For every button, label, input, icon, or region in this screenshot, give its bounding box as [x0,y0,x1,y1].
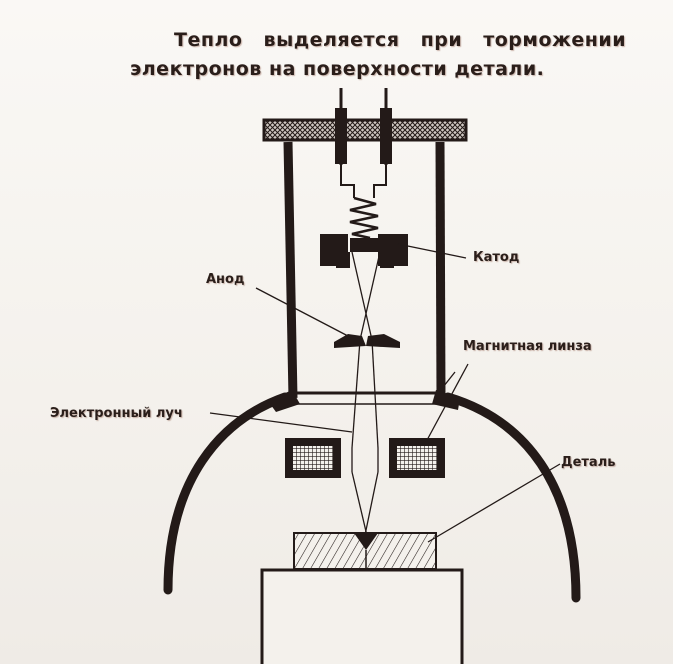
label-anode: Анод [206,272,245,287]
electron-beam-rays [351,251,381,541]
electrode-leads [335,88,392,198]
work-table [260,568,464,664]
label-workpiece: Деталь [561,455,616,470]
label-magnetic-lens: Магнитная линза [463,339,592,354]
magnetic-lens [285,438,445,478]
label-cathode: Катод [473,250,520,265]
gun-housing [262,118,468,412]
filament-coil [349,196,379,240]
vacuum-chamber-dome [163,392,581,603]
caption-line-2: электронов на поверхности детали. [130,58,545,80]
diagram-caption: Тепло выделяется при торможении электрон… [130,26,630,84]
label-electron-beam: Электронный луч [50,406,183,421]
anode [334,334,400,348]
workpiece [293,532,437,570]
caption-line-1: Тепло выделяется при торможении [174,29,627,51]
leader-lines [209,243,561,543]
cathode [320,234,408,268]
